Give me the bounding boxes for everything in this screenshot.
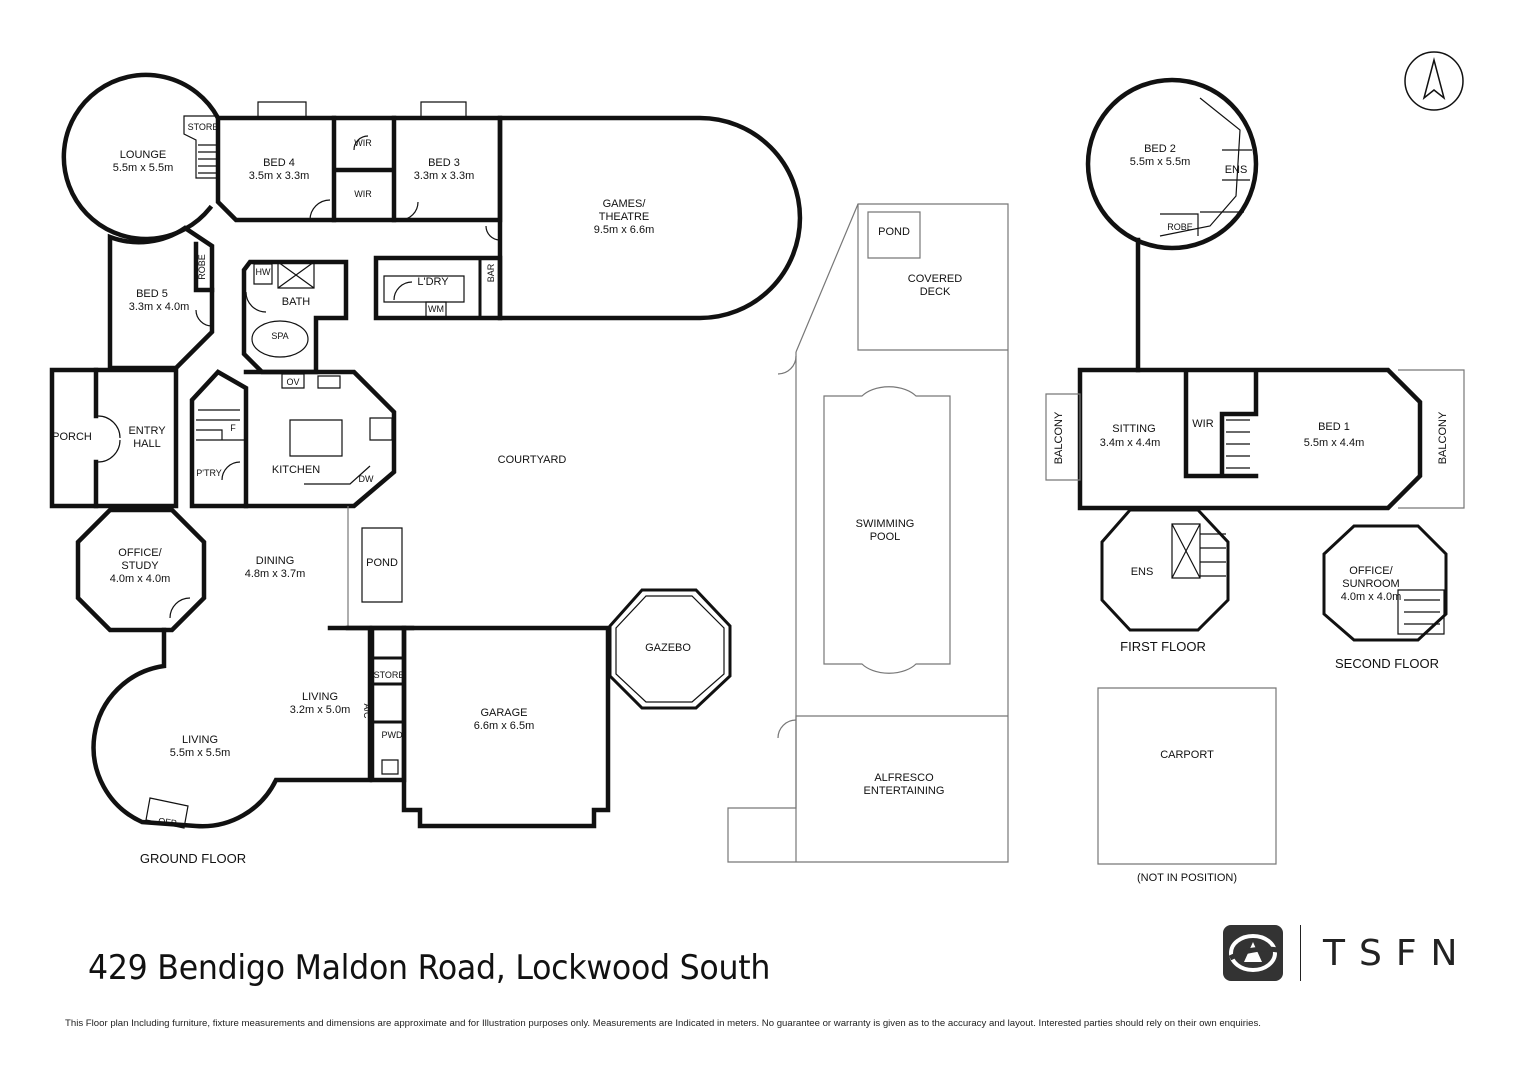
room-labels: LOUNGE 5.5m x 5.5m STORE BED 4 3.5m x 3.… <box>52 122 1449 884</box>
label-robe5: ROBE <box>197 254 207 280</box>
label-office-1: OFFICE/ <box>118 547 162 559</box>
label-ldry: L'DRY <box>417 276 449 288</box>
label-bath: BATH <box>282 296 311 308</box>
label-pond-1: POND <box>366 557 398 569</box>
label-hw: HW <box>256 267 271 277</box>
label-games-1: GAMES/ <box>603 198 647 210</box>
label-balcony-left: BALCONY <box>1053 411 1065 464</box>
size-bed2: 5.5m x 5.5m <box>1130 156 1191 168</box>
label-first-floor: FIRST FLOOR <box>1120 639 1206 654</box>
label-office-2: STUDY <box>121 560 159 572</box>
label-ground-floor: GROUND FLOOR <box>140 851 246 866</box>
label-pool-2: POOL <box>870 531 901 543</box>
label-wir-1: WIR <box>1192 418 1213 430</box>
label-ptry: P'TRY <box>196 468 222 478</box>
label-bed5: BED 5 <box>136 288 168 300</box>
label-carport-note: (NOT IN POSITION) <box>1137 872 1237 884</box>
brand-name: TSFN <box>1323 932 1472 974</box>
label-entry-2: HALL <box>133 438 161 450</box>
label-bed3: BED 3 <box>428 157 460 169</box>
label-dw: DW <box>359 474 374 484</box>
label-ens-1: ENS <box>1131 566 1154 578</box>
size-living-1: 5.5m x 5.5m <box>170 747 231 759</box>
brand: TSFN <box>1222 924 1471 982</box>
label-ac: A/C <box>362 703 372 719</box>
label-living-1: LIVING <box>182 734 218 746</box>
label-sunroom-2: SUNROOM <box>1342 578 1399 590</box>
upper-floor-plan <box>1045 77 1465 865</box>
label-wir-b: WIR <box>354 189 372 199</box>
size-bed4: 3.5m x 3.3m <box>249 170 310 182</box>
tsfn-logo-icon <box>1223 925 1283 981</box>
label-second-floor: SECOND FLOOR <box>1335 656 1439 671</box>
label-bed4: BED 4 <box>263 157 295 169</box>
label-store-lounge: STORE <box>188 122 219 132</box>
size-bed1: 5.5m x 4.4m <box>1304 437 1365 449</box>
label-balcony-right: BALCONY <box>1437 411 1449 464</box>
size-sunroom: 4.0m x 4.0m <box>1341 591 1402 603</box>
label-ov: OV <box>286 377 299 387</box>
label-bed1: BED 1 <box>1318 421 1350 433</box>
label-porch: PORCH <box>52 431 92 443</box>
label-ens-2: ENS <box>1225 164 1248 176</box>
size-living-2: 3.2m x 5.0m <box>290 704 351 716</box>
label-living-2: LIVING <box>302 691 338 703</box>
label-pool-1: SWIMMING <box>856 518 915 530</box>
size-garage: 6.6m x 6.5m <box>474 720 535 732</box>
label-store-2: STORE <box>374 670 405 680</box>
property-address: 429 Bendigo Maldon Road, Lockwood South <box>88 948 771 988</box>
label-pwd: PWD <box>382 730 403 740</box>
label-garage: GARAGE <box>480 707 527 719</box>
label-alfresco-1: ALFRESCO <box>874 772 934 784</box>
label-robe-2: ROBE <box>1167 222 1193 232</box>
label-spa: SPA <box>271 331 288 341</box>
label-sitting: SITTING <box>1112 423 1155 435</box>
label-alfresco-2: ENTERTAINING <box>864 785 945 797</box>
size-games: 9.5m x 6.6m <box>594 224 655 236</box>
label-gazebo: GAZEBO <box>645 642 691 654</box>
size-office: 4.0m x 4.0m <box>110 573 171 585</box>
size-sitting: 3.4m x 4.4m <box>1100 437 1161 449</box>
label-deck-2: DECK <box>920 286 951 298</box>
label-pond-2: POND <box>878 226 910 238</box>
size-bed3: 3.3m x 3.3m <box>414 170 475 182</box>
size-dining: 4.8m x 3.7m <box>245 568 306 580</box>
label-courtyard: COURTYARD <box>498 454 567 466</box>
label-lounge: LOUNGE <box>120 149 166 161</box>
label-wm: WM <box>428 304 444 314</box>
label-dining: DINING <box>256 555 295 567</box>
disclaimer-text: This Floor plan Including furniture, fix… <box>65 1018 1261 1029</box>
label-sunroom-1: OFFICE/ <box>1349 565 1393 577</box>
label-wir-a: WIR <box>354 138 372 148</box>
label-deck-1: COVERED <box>908 273 962 285</box>
label-bar: BAR <box>486 263 496 282</box>
ground-floor-plan <box>49 72 1009 863</box>
label-kitchen: KITCHEN <box>272 464 320 476</box>
label-games-2: THEATRE <box>599 211 650 223</box>
size-lounge: 5.5m x 5.5m <box>113 162 174 174</box>
size-bed5: 3.3m x 4.0m <box>129 301 190 313</box>
north-arrow-icon <box>1404 51 1464 111</box>
label-carport: CARPORT <box>1160 749 1214 761</box>
brand-separator <box>1300 925 1301 981</box>
label-entry-1: ENTRY <box>128 425 166 437</box>
label-bed2: BED 2 <box>1144 143 1176 155</box>
label-ofp: OFP <box>158 816 178 828</box>
label-fridge: F <box>230 423 236 433</box>
